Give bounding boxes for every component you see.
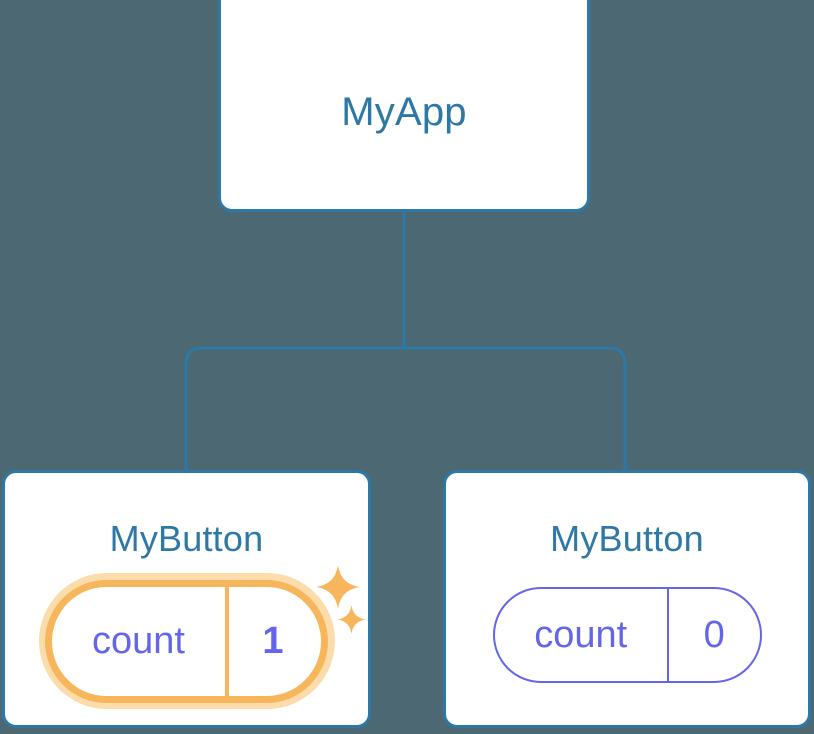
node-title-mybutton-right: MyButton [550, 518, 704, 559]
state-value-label-right: 0 [703, 613, 725, 656]
state-pill-wrap-right: count 0 [446, 587, 808, 683]
node-card-myapp[interactable]: MyApp [218, 0, 590, 212]
node-card-mybutton-right[interactable]: MyButton count 0 [443, 470, 811, 728]
node-title-myapp: MyApp [341, 90, 467, 134]
state-pill-inner: count 1 [52, 586, 321, 696]
state-pill-wrap-left: count 1 [5, 573, 368, 709]
state-key-label-left: count [52, 586, 229, 696]
state-value-label-left: 1 [262, 619, 284, 662]
node-title-mybutton-left: MyButton [109, 518, 264, 559]
state-key-label-right: count [495, 589, 669, 681]
state-pill-plain[interactable]: count 0 [492, 587, 762, 683]
state-pill-highlight-ring: count 1 [45, 579, 328, 703]
state-pill-highlighted[interactable]: count 1 [38, 573, 335, 709]
connector-child-bus [184, 346, 627, 470]
node-card-mybutton-left[interactable]: MyButton count 1 [2, 470, 371, 728]
